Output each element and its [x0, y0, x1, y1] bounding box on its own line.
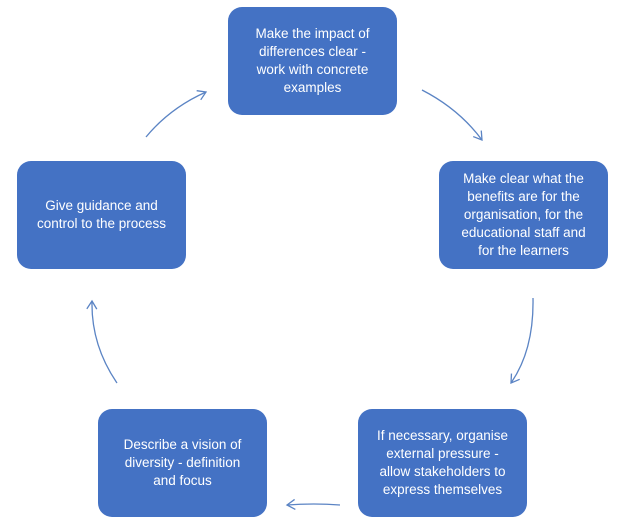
node-impact-of-differences: Make the impact of differences clear - w…	[228, 7, 397, 115]
arrow-left-to-top	[145, 90, 208, 138]
node-guidance-and-control: Give guidance and control to the process	[17, 161, 186, 269]
node-benefits: Make clear what the benefits are for the…	[439, 161, 608, 269]
node-vision-of-diversity: Describe a vision of diversity - definit…	[98, 409, 267, 517]
node-external-pressure-label: If necessary, organise external pressure…	[376, 428, 509, 497]
node-benefits-label: Make clear what the benefits are for the…	[461, 171, 586, 258]
arrow-bottom-right-to-bottom-left	[285, 498, 341, 510]
node-vision-of-diversity-label: Describe a vision of diversity - definit…	[123, 437, 242, 488]
arrow-bottom-left-to-left	[86, 299, 118, 384]
node-guidance-and-control-label: Give guidance and control to the process	[36, 198, 167, 231]
arrow-right-to-bottom-right	[510, 297, 534, 385]
node-external-pressure: If necessary, organise external pressure…	[358, 409, 527, 517]
node-impact-of-differences-label: Make the impact of differences clear - w…	[255, 26, 370, 95]
arrow-top-to-right	[421, 89, 483, 141]
